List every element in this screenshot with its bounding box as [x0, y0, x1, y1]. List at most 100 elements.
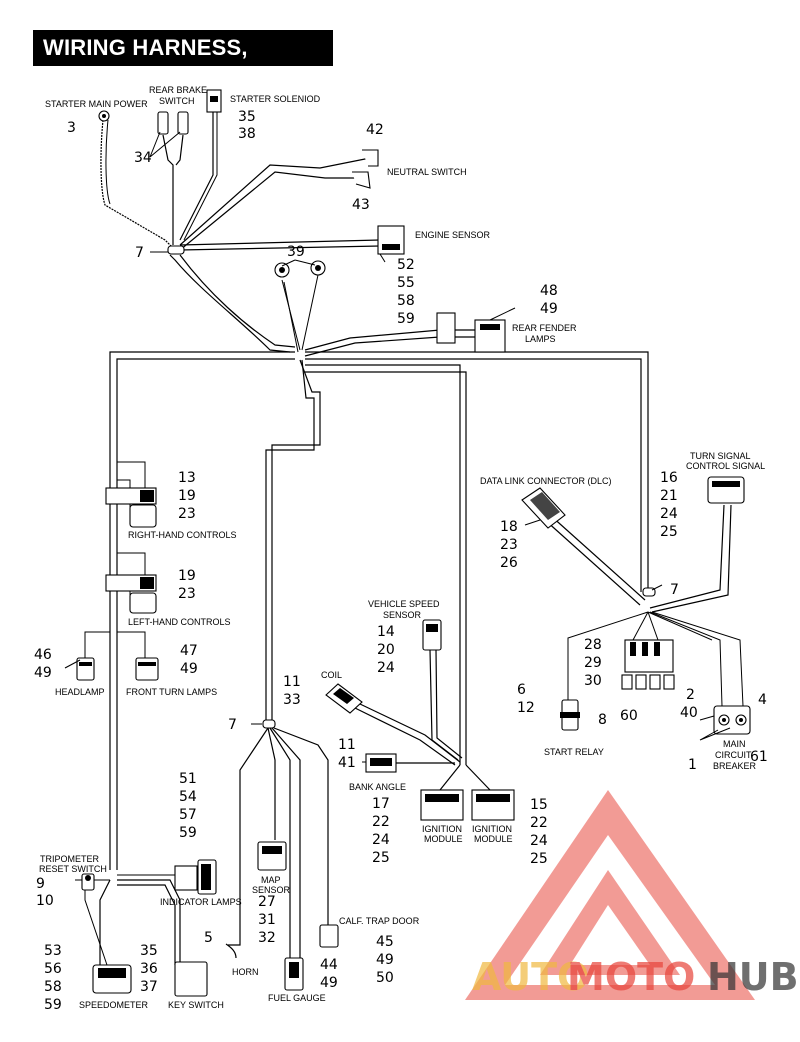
ref-number: 22: [530, 815, 548, 831]
fuel-gauge-connector: [284, 957, 304, 991]
ref-number: 47: [180, 643, 198, 659]
ref-number: 49: [180, 661, 198, 677]
label-starter-main-power: STARTER MAIN POWER: [45, 99, 148, 109]
label-key-switch: KEY SWITCH: [168, 1000, 224, 1010]
ref-number: 24: [377, 660, 395, 676]
key-switch-connector: [174, 961, 208, 997]
headlamp-connector: [76, 657, 95, 681]
ref-number: 21: [660, 488, 678, 504]
ref-number: 25: [660, 524, 678, 540]
ref-number: 15: [530, 797, 548, 813]
data-link-connector: [521, 487, 566, 529]
watermark-text: AUTO MOTO HUB: [472, 955, 799, 999]
label-starter-solenoid: STARTER SOLENIOD: [230, 94, 321, 104]
harness-wires: [84, 112, 744, 969]
watermark-auto: AUTO: [472, 955, 589, 999]
ref-number: 19: [178, 568, 196, 584]
label-dlc: DATA LINK CONNECTOR (DLC): [480, 476, 612, 486]
ref-number: 10: [36, 893, 54, 909]
ref-number: 37: [140, 979, 158, 995]
ref-number: 11: [338, 737, 356, 753]
watermark-logo-icon: [465, 790, 755, 1000]
component-labels: STARTER MAIN POWER REAR BRAKE SWITCH STA…: [39, 85, 765, 1010]
map-sensor-connector: [257, 841, 287, 871]
ref-number: 59: [397, 311, 415, 327]
reference-numbers: 3 34 35 38 42 43 7 39 52 55 58 59 48 49 …: [34, 109, 768, 1013]
label-speedometer: SPEEDOMETER: [79, 1000, 149, 1010]
label-headlamp: HEADLAMP: [55, 687, 105, 697]
ref-number: 26: [500, 555, 518, 571]
label-vehicle-speed-2: SENSOR: [383, 610, 422, 620]
ref-number: 4: [758, 692, 767, 708]
relay-block-connector: [621, 639, 675, 690]
label-calf-trap-door: CALF. TRAP DOOR: [339, 916, 420, 926]
label-map-sensor-2: SENSOR: [252, 885, 291, 895]
ref-number: 9: [36, 876, 45, 892]
indicator-lamps-connector: [174, 859, 217, 895]
ref-number: 22: [372, 814, 390, 830]
label-indicator-lamps: INDICATOR LAMPS: [160, 897, 242, 907]
speedometer-connector: [92, 964, 132, 994]
page-title: WIRING HARNESS, FXDWG: [33, 30, 333, 96]
ref-number: 36: [140, 961, 158, 977]
ignition-module-a: [420, 789, 464, 821]
ref-number: 28: [584, 637, 602, 653]
label-turn-signal-2: CONTROL SIGNAL: [686, 461, 765, 471]
ref-number: 13: [178, 470, 196, 486]
label-rear-fender-lamps-2: LAMPS: [525, 334, 556, 344]
label-main-cb-2: CIRCUIT: [715, 750, 752, 760]
label-main-cb-3: BREAKER: [713, 761, 757, 771]
ref-number: 40: [680, 705, 698, 721]
ref-number: 24: [660, 506, 678, 522]
ref-number: 57: [179, 807, 197, 823]
ref-number: 27: [258, 894, 276, 910]
ref-number: 43: [352, 197, 370, 213]
ref-number: 33: [283, 692, 301, 708]
ref-number: 20: [377, 642, 395, 658]
ref-number: 35: [238, 109, 256, 125]
ref-number: 25: [530, 851, 548, 867]
right-hand-controls-connector: [105, 487, 157, 528]
label-fuel-gauge: FUEL GAUGE: [268, 993, 326, 1003]
label-right-hand-controls: RIGHT-HAND CONTROLS: [128, 530, 237, 540]
ref-number: 41: [338, 755, 356, 771]
ref-number: 46: [34, 647, 52, 663]
ref-number: 59: [179, 825, 197, 841]
ref-number: 8: [598, 712, 607, 728]
ref-number: 45: [376, 934, 394, 950]
ref-number: 29: [584, 655, 602, 671]
ref-number: 23: [500, 537, 518, 553]
calf-trap-door-connector: [319, 924, 339, 948]
ref-number: 3: [67, 120, 76, 136]
label-ignition-module-a: IGNITION: [422, 824, 462, 834]
label-tripometer-2: RESET SWITCH: [39, 864, 107, 874]
ref-number: 55: [397, 275, 415, 291]
left-hand-controls-connector: [105, 574, 157, 614]
ref-number: 24: [372, 832, 390, 848]
ref-number: 54: [179, 789, 197, 805]
label-coil: COIL: [321, 670, 342, 680]
engine-sensor-connector: [377, 225, 405, 255]
label-horn: HORN: [232, 967, 259, 977]
ref-number: 2: [686, 687, 695, 703]
label-vehicle-speed: VEHICLE SPEED: [368, 599, 440, 609]
ref-number: 48: [540, 283, 558, 299]
ref-number: 58: [44, 979, 62, 995]
main-circuit-breaker: [713, 705, 751, 735]
label-map-sensor: MAP: [261, 875, 281, 885]
bank-angle-connector: [365, 753, 397, 773]
vehicle-speed-sensor-connector: [422, 619, 442, 651]
label-turn-signal: TURN SIGNAL: [690, 451, 751, 461]
ref-number: 7: [670, 582, 679, 598]
ref-number: 49: [34, 665, 52, 681]
ref-number: 30: [584, 673, 602, 689]
label-bank-angle: BANK ANGLE: [349, 782, 406, 792]
starter-solenoid-connector: [206, 89, 222, 113]
ref-number: 32: [258, 930, 276, 946]
ref-number: 59: [44, 997, 62, 1013]
ref-number: 12: [517, 700, 535, 716]
horn-terminal: [225, 943, 237, 959]
ref-number: 42: [366, 122, 384, 138]
ref-number: 11: [283, 674, 301, 690]
